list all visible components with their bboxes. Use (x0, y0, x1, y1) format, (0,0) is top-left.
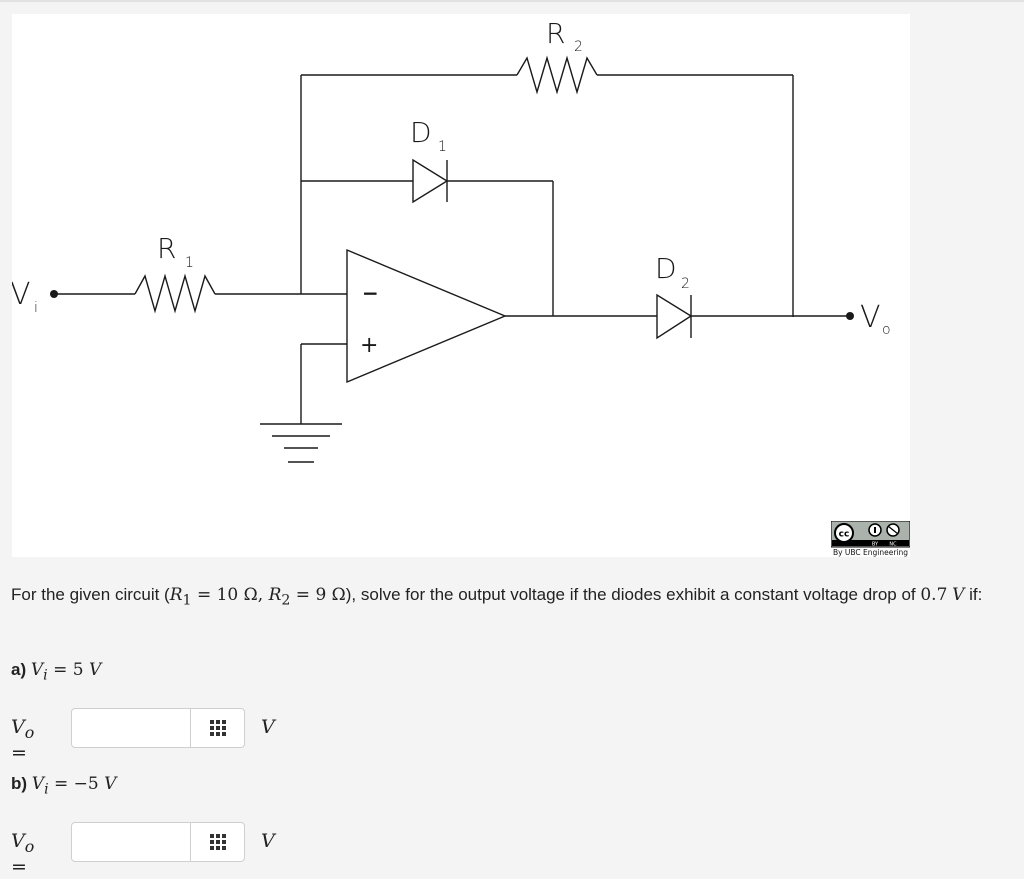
grid-icon (210, 834, 226, 850)
d2-sub: 2 (681, 276, 690, 292)
vo-label: V (860, 300, 881, 335)
part-b-label: b) Vi = −5 V (11, 774, 117, 798)
d1-sub: 1 (438, 139, 447, 155)
opamp-plus-sign: + (360, 333, 378, 358)
part-b-answer-input[interactable] (72, 823, 190, 861)
opamp-triangle (346, 248, 507, 384)
r2-resistor (516, 55, 598, 95)
vi-sub: i (34, 300, 38, 316)
svg-text:NC: NC (889, 542, 897, 548)
question-text: For the given circuit (R1 = 10 Ω, R2 = 9… (11, 585, 983, 609)
cc-icon (834, 523, 854, 543)
svg-text:BY: BY (872, 542, 879, 548)
r2-label: R (546, 17, 565, 50)
part-a-vo-label: Vo = (11, 716, 35, 764)
circuit-diagram: R 1 R 2 D 1 D 2 V i V o − + (12, 17, 891, 463)
vo-sub: o (882, 322, 891, 338)
svg-text:cc: cc (839, 530, 850, 540)
d1-label: D (410, 116, 432, 149)
part-b-unit: V (261, 830, 275, 852)
r1-label: R (157, 232, 176, 265)
part-b-vo-label: Vo = (11, 830, 35, 878)
d1-diode-icon (412, 158, 449, 204)
d2-diode-icon (656, 293, 693, 340)
cc-license-badge: cc BY NC By UBC Engineering (831, 521, 910, 557)
circuit-figure: R 1 R 2 D 1 D 2 V i V o − + cc BY NC By … (12, 14, 910, 557)
d2-label: D (655, 252, 677, 285)
vi-terminal-dot (50, 290, 58, 298)
vi-label: V (12, 277, 31, 312)
license-credit: By UBC Engineering (833, 548, 908, 557)
ground-icon (260, 423, 342, 463)
part-a-symbol-palette-button[interactable] (190, 709, 245, 747)
r1-resistor (134, 273, 216, 314)
r1-sub: 1 (185, 255, 194, 271)
part-a-unit: V (261, 716, 275, 738)
part-a-answer-input[interactable] (72, 709, 190, 747)
part-b-answer-box (71, 822, 245, 862)
vo-terminal-dot (846, 312, 854, 320)
part-a-label: a) Vi = 5 V (11, 660, 102, 684)
grid-icon (210, 720, 226, 736)
part-b-symbol-palette-button[interactable] (190, 823, 245, 861)
r2-sub: 2 (574, 39, 583, 55)
part-a-answer-box (71, 708, 245, 748)
opamp-minus-sign: − (362, 281, 379, 305)
top-divider (0, 0, 1024, 2)
